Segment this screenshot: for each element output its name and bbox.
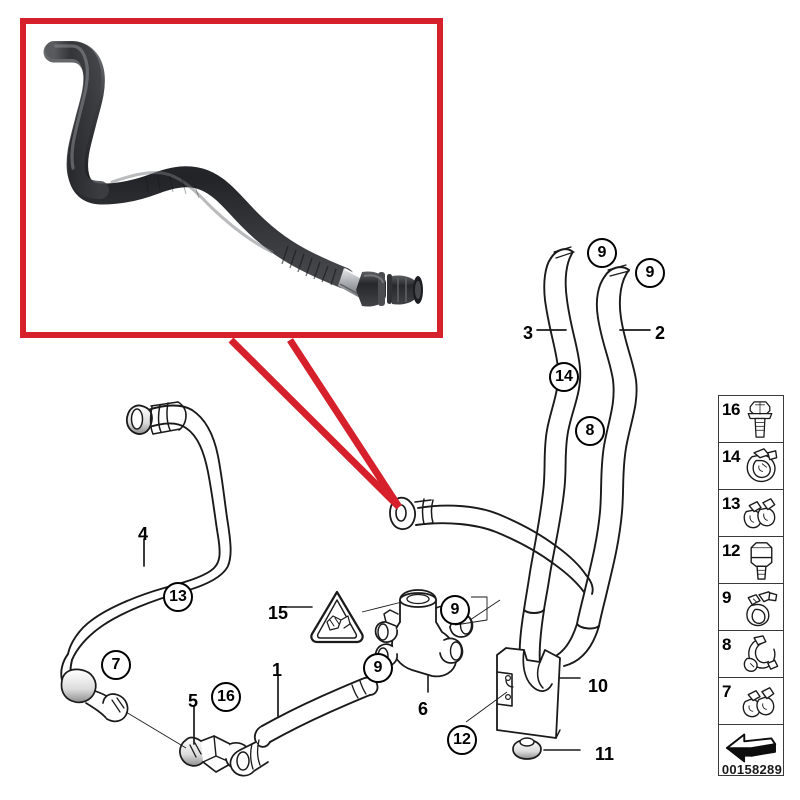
legend-item-7[interactable]: 7 (719, 678, 783, 725)
callout-10-bracket[interactable]: 10 (588, 676, 609, 696)
callout-3-heater-hose[interactable]: 3 (523, 323, 534, 343)
diagram-id-number: 00158289 (721, 762, 783, 777)
block-arrow-icon (725, 733, 777, 763)
legend-item-12[interactable]: 12 (719, 537, 783, 584)
spring-clamp-icon (746, 448, 778, 483)
hose-1-left-fitting (229, 739, 269, 777)
legend-number-12: 12 (722, 541, 740, 560)
legend-number-14: 14 (722, 447, 740, 466)
double-clip-icon (742, 687, 775, 718)
hose-part-3 (523, 246, 582, 614)
legend-number-9: 9 (722, 588, 731, 607)
hose-part-1 (229, 676, 379, 777)
legend-item-arrow[interactable] (719, 725, 783, 775)
legend-item-16[interactable]: 16 (719, 396, 783, 443)
retaining-clip-icon (743, 635, 779, 672)
parts-legend-table: 16 14 (718, 395, 784, 776)
callout-8-clip[interactable]: 8 (575, 416, 605, 446)
callout-12-bolt[interactable]: 12 (447, 725, 477, 755)
callout-5-connector[interactable]: 5 (188, 691, 199, 711)
callout-14-clamp[interactable]: 14 (549, 362, 579, 392)
legend-item-8[interactable]: 8 (719, 631, 783, 678)
flange-bolt-icon (747, 401, 773, 438)
legend-item-14[interactable]: 14 (719, 443, 783, 490)
legend-item-13[interactable]: 13 (719, 490, 783, 537)
legend-number-7: 7 (722, 682, 731, 701)
bracket-part-10 (496, 647, 561, 739)
grommet-part-11 (512, 737, 542, 760)
hose-part-2 (576, 264, 638, 630)
legend-item-9[interactable]: 9 (719, 584, 783, 631)
legend-number-8: 8 (722, 635, 731, 654)
leader-lines (143, 329, 651, 745)
callout-9-upper-right-hose-clamp[interactable]: 9 (635, 258, 665, 288)
callout-9-valve-clamp[interactable]: 9 (440, 595, 470, 625)
double-clip-icon (743, 498, 776, 529)
legend-number-16: 16 (722, 400, 740, 419)
callout-16-bolt[interactable]: 16 (211, 682, 241, 712)
callout-15-symbol-label[interactable]: 15 (268, 603, 289, 623)
highlighted-part-photo-frame (20, 18, 443, 338)
callout-11-grommet[interactable]: 11 (595, 744, 615, 764)
symbol-label-part-15 (310, 590, 364, 644)
callout-13-clip[interactable]: 13 (163, 582, 193, 612)
callout-9-hose-clamp[interactable]: 9 (363, 653, 393, 683)
coolant-hose-photo (43, 41, 423, 307)
hose-center-run (415, 504, 594, 595)
callout-4-water-hose[interactable]: 4 (138, 524, 149, 544)
water-valve-part-6 (374, 589, 474, 678)
callout-7-clip[interactable]: 7 (101, 650, 131, 680)
callout-9-upper-left-hose-clamp[interactable]: 9 (587, 238, 617, 268)
callout-2-heater-hose[interactable]: 2 (655, 323, 666, 343)
callout-1-hose[interactable]: 1 (272, 660, 283, 680)
elbow-fitting-hose-4 (60, 668, 129, 723)
callout-6-water-valve[interactable]: 6 (418, 699, 429, 719)
legend-number-13: 13 (722, 494, 740, 513)
hex-bolt-icon (750, 542, 773, 580)
hose-clamp-icon (746, 591, 778, 627)
quick-connect-fitting-hose-4 (125, 401, 187, 435)
